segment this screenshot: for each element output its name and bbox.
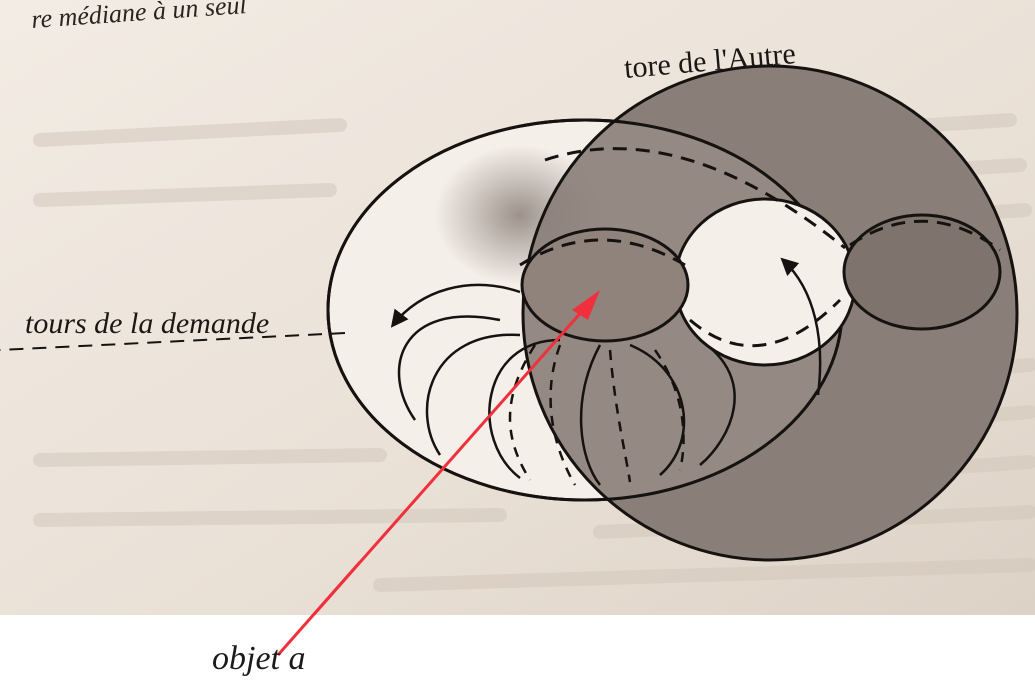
- book-photo: re médiane à un seul: [0, 0, 1035, 615]
- demand-turns-label: tours de la demande: [25, 307, 269, 340]
- object-a-caption: objet a: [212, 640, 305, 678]
- object-a-region: [522, 229, 688, 341]
- other-torus-tube-section: [844, 215, 1000, 329]
